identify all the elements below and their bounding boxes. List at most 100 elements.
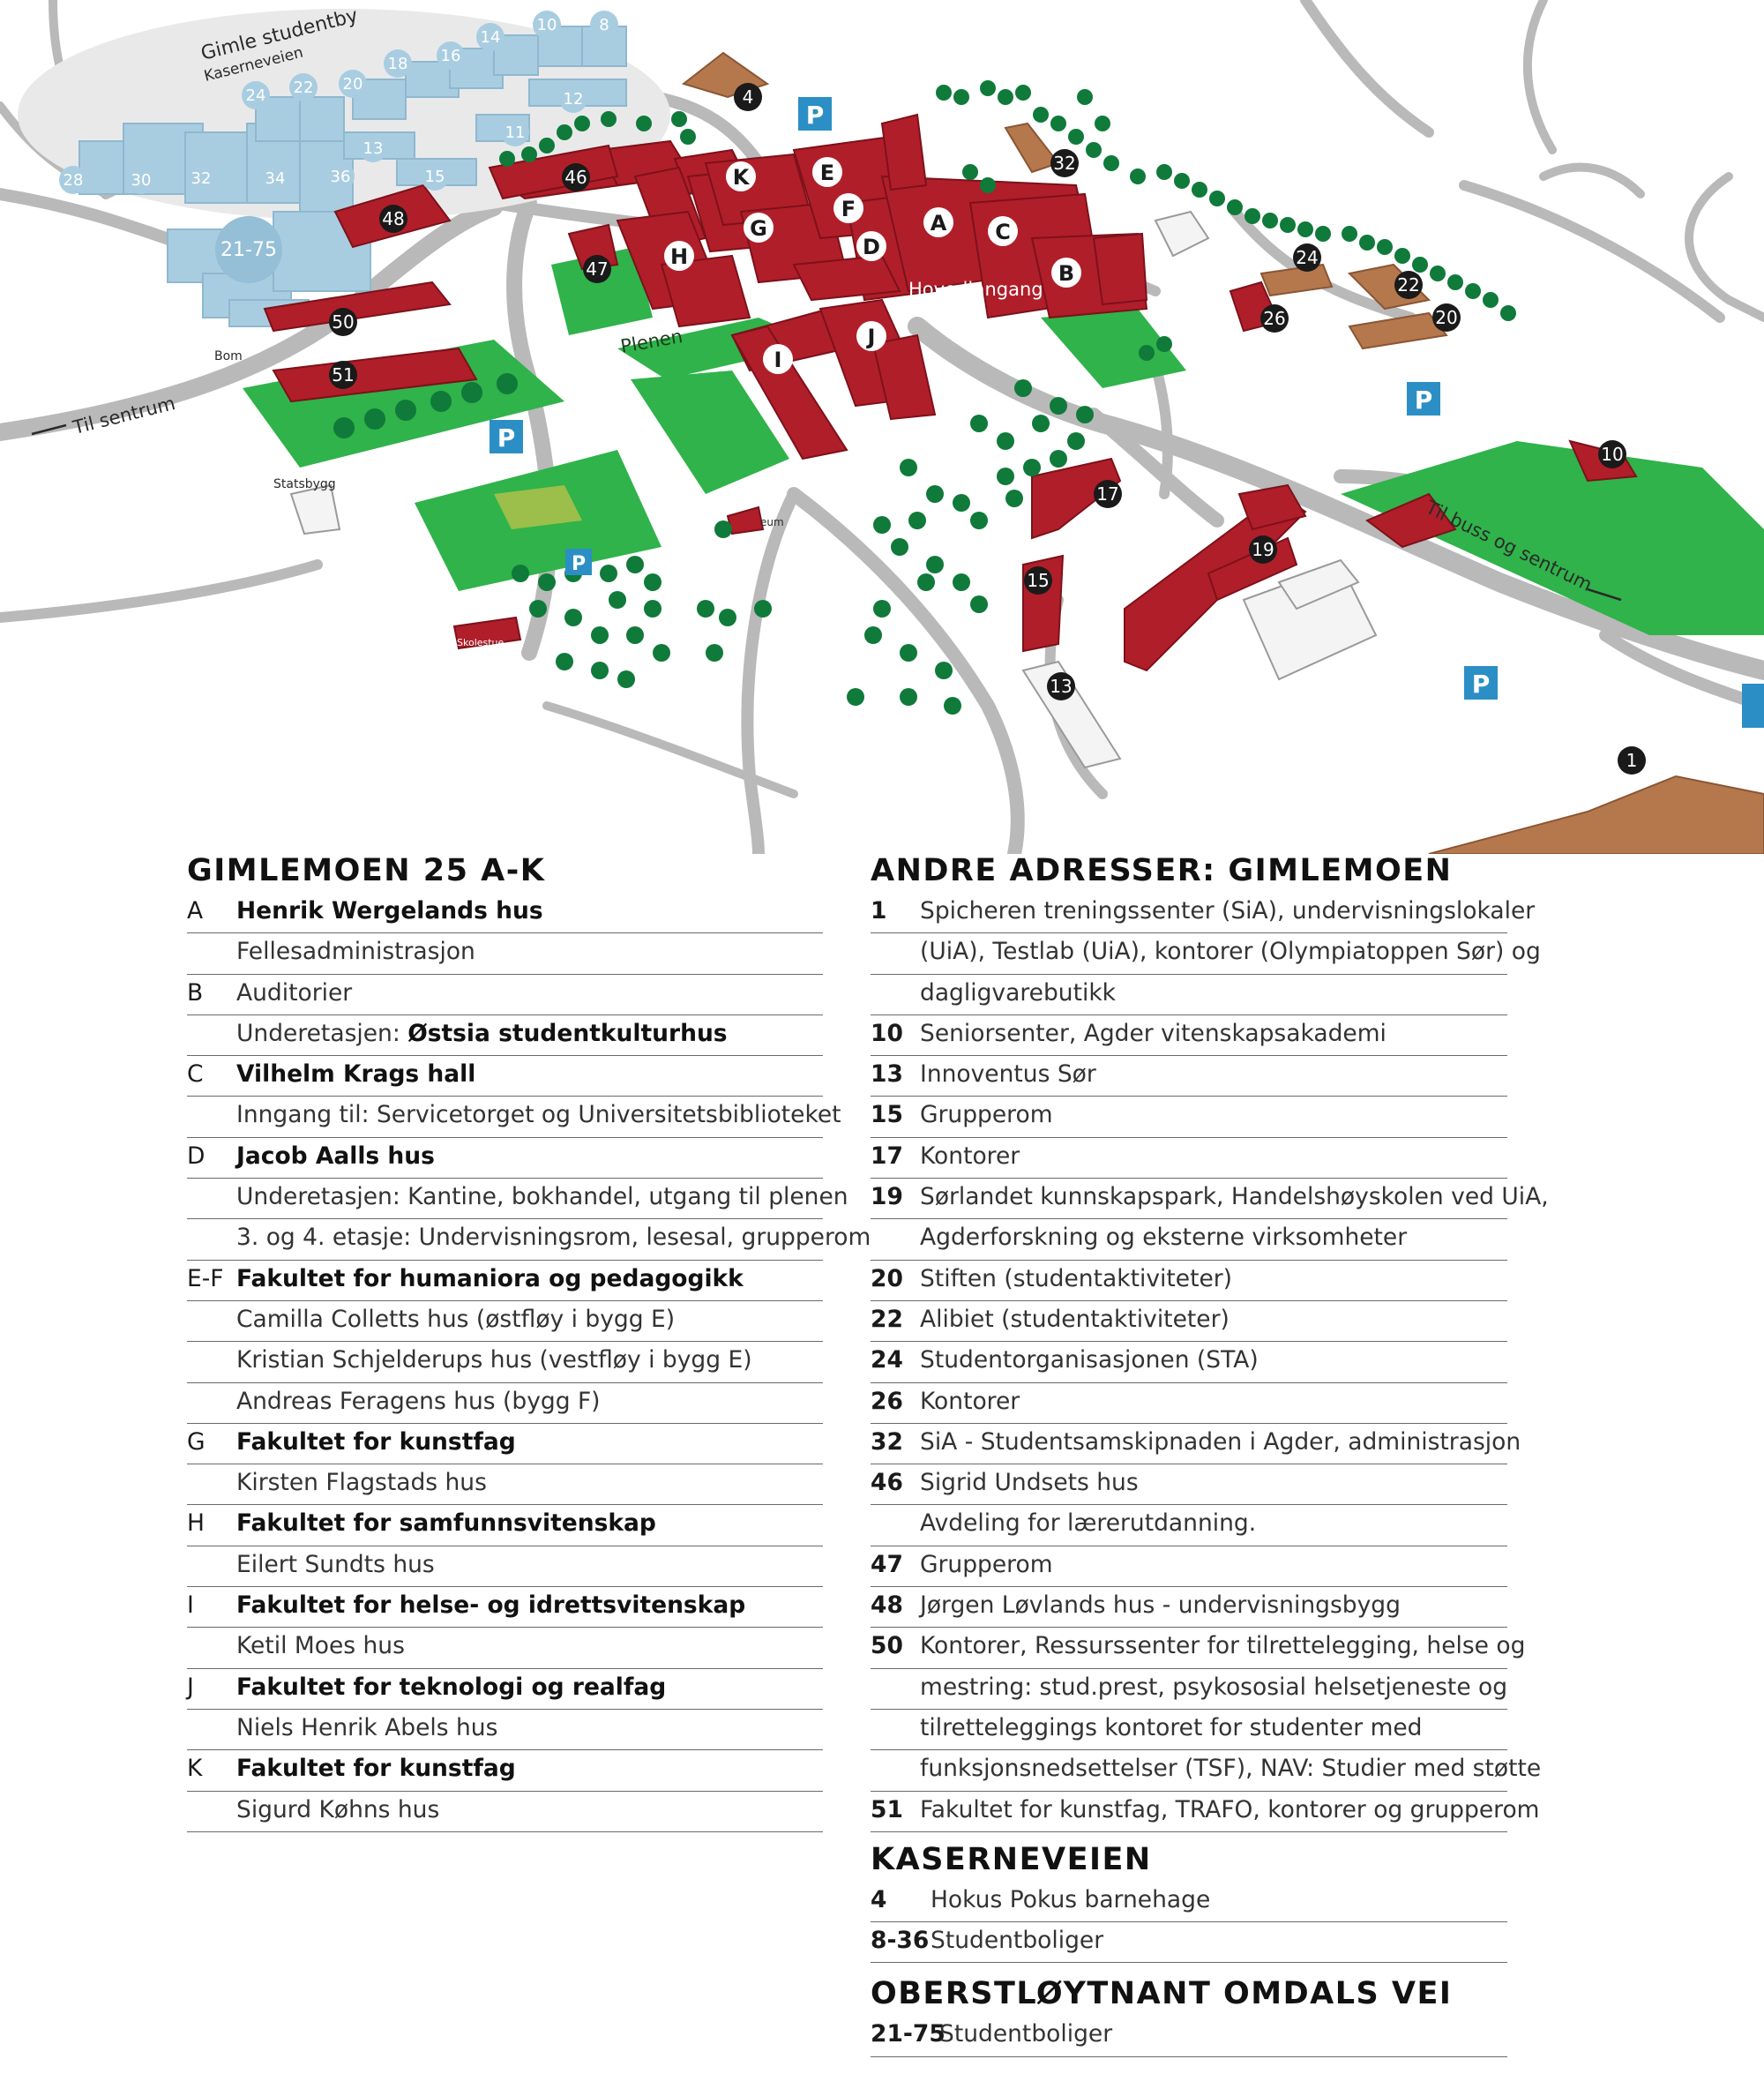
legend-code: 50 xyxy=(871,1632,903,1660)
legend-code: 15 xyxy=(871,1101,903,1129)
legend-row: mestring: stud.prest, psykososial helset… xyxy=(871,1669,1507,1710)
legend-code: 51 xyxy=(871,1795,903,1823)
svg-text:10: 10 xyxy=(537,16,557,34)
legend-code xyxy=(187,1546,236,1586)
svg-text:12: 12 xyxy=(564,90,584,109)
legend-heading: ANDRE ADRESSER: GIMLEMOEN xyxy=(871,853,1453,888)
legend-text: Seniorsenter, Agder vitenskapsakademi xyxy=(920,1019,1387,1047)
legend-code: B xyxy=(187,978,204,1007)
letter-markers: A B C D E F G H I J K xyxy=(664,157,1081,374)
svg-text:13: 13 xyxy=(1050,676,1072,697)
legend-text: Sørlandet kunnskapspark, Handelshøyskole… xyxy=(920,1183,1549,1211)
legend-text: Eilert Sundts hus xyxy=(236,1550,435,1578)
svg-text:15: 15 xyxy=(425,168,445,186)
legend-text: (UiA), Testlab (UiA), kontorer (Olympiat… xyxy=(920,938,1541,966)
legend-text: Fakultet for kunstfag, TRAFO, kontorer o… xyxy=(920,1795,1540,1823)
svg-text:P: P xyxy=(572,553,586,575)
legend-text: Henrik Wergelands hus xyxy=(236,897,543,925)
parking-sign: P xyxy=(1464,666,1498,700)
legend-text: tilretteleggings kontoret for studenter … xyxy=(920,1713,1423,1741)
legend-code: E-F xyxy=(187,1264,224,1292)
svg-text:20: 20 xyxy=(343,75,363,94)
svg-text:48: 48 xyxy=(382,208,404,229)
parking-sign: P xyxy=(490,420,523,453)
legend-text: Sigurd Køhns hus xyxy=(236,1795,440,1823)
legend-row: Sigurd Køhns hus xyxy=(187,1792,823,1832)
legend-code xyxy=(187,1179,236,1218)
legend-text: Kontorer xyxy=(920,1387,1020,1415)
legend-row: Inngang til: Servicetorget og Universite… xyxy=(187,1097,841,1138)
legend-row: funksjonsnedsettelser (TSF), NAV: Studie… xyxy=(871,1750,1541,1792)
legend-code: 4 xyxy=(871,1885,887,1913)
legend-text-bold: Østsia studentkulturhus xyxy=(407,1019,728,1047)
legend-code xyxy=(187,1301,236,1341)
legend-row: tilretteleggings kontoret for studenter … xyxy=(871,1710,1507,1751)
legend-text: Studentboliger xyxy=(931,1927,1104,1955)
parking-signs: P P P P P xyxy=(490,97,1498,700)
legend-code xyxy=(871,1669,920,1709)
legend-row: Underetasjen: Østsia studentkulturhus xyxy=(187,1015,823,1057)
legend-text: Andreas Feragens hus (bygg F) xyxy=(236,1387,601,1415)
legend-code xyxy=(871,1710,920,1749)
legend-text: Fakultet for samfunnsvitenskap xyxy=(236,1509,656,1538)
legend-row: Avdeling for lærerutdanning. xyxy=(871,1505,1507,1546)
legend-code: 24 xyxy=(871,1346,903,1374)
legend-text: Grupperom xyxy=(920,1101,1053,1129)
svg-text:P: P xyxy=(497,423,516,453)
parking-sign: P xyxy=(1407,382,1440,416)
bus-icon xyxy=(1742,684,1764,728)
svg-text:47: 47 xyxy=(586,258,608,280)
legend-code: K xyxy=(187,1755,203,1783)
legend-text: Grupperom xyxy=(920,1550,1053,1578)
legend-code: G xyxy=(187,1427,206,1456)
grass-fields xyxy=(243,247,1764,635)
legend-row: Camilla Colletts hus (østfløy i bygg E) xyxy=(187,1301,823,1343)
legend-code xyxy=(187,1464,236,1504)
svg-text:50: 50 xyxy=(332,311,354,333)
legend-row: 15 Grupperom xyxy=(871,1097,1507,1138)
legend-code xyxy=(187,1015,236,1055)
svg-text:15: 15 xyxy=(1027,570,1049,591)
svg-text:32: 32 xyxy=(191,169,212,188)
legend-text: Kirsten Flagstads hus xyxy=(236,1469,487,1497)
svg-text:F: F xyxy=(841,197,856,221)
svg-text:I: I xyxy=(774,348,782,372)
legend-row: Eilert Sundts hus xyxy=(187,1546,823,1588)
legend-row: Kristian Schjelderups hus (vestfløy i by… xyxy=(187,1342,823,1383)
legend-text: Niels Henrik Abels hus xyxy=(236,1713,498,1741)
svg-text:4: 4 xyxy=(743,86,754,108)
legend-text: Jørgen Løvlands hus - undervisningsbygg xyxy=(920,1591,1401,1620)
svg-text:D: D xyxy=(863,235,880,259)
legend-text: 3. og 4. etasje: Undervisningsrom, leses… xyxy=(236,1224,871,1252)
legend-text-prefix: Underetasjen: xyxy=(236,1019,408,1047)
svg-text:28: 28 xyxy=(64,171,84,190)
legend-code xyxy=(187,1097,236,1136)
svg-text:17: 17 xyxy=(1096,483,1118,505)
campus-map-svg: P P P P P Gimle studentby Kaserneveien H… xyxy=(0,0,1764,854)
legend-text: Kristian Schjelderups hus (vestfløy i by… xyxy=(236,1346,752,1374)
legend-text: Inngang til: Servicetorget og Universite… xyxy=(236,1101,841,1129)
svg-text:24: 24 xyxy=(246,86,266,105)
bom-label: Bom xyxy=(214,349,243,363)
svg-text:30: 30 xyxy=(131,171,152,190)
svg-text:24: 24 xyxy=(1296,247,1318,268)
legend-text: Jacob Aalls hus xyxy=(236,1142,435,1170)
legend-code: I xyxy=(187,1591,194,1620)
legend-heading-kaserneveien: KASERNEVEIEN xyxy=(871,1841,1152,1877)
svg-text:36: 36 xyxy=(331,168,351,186)
